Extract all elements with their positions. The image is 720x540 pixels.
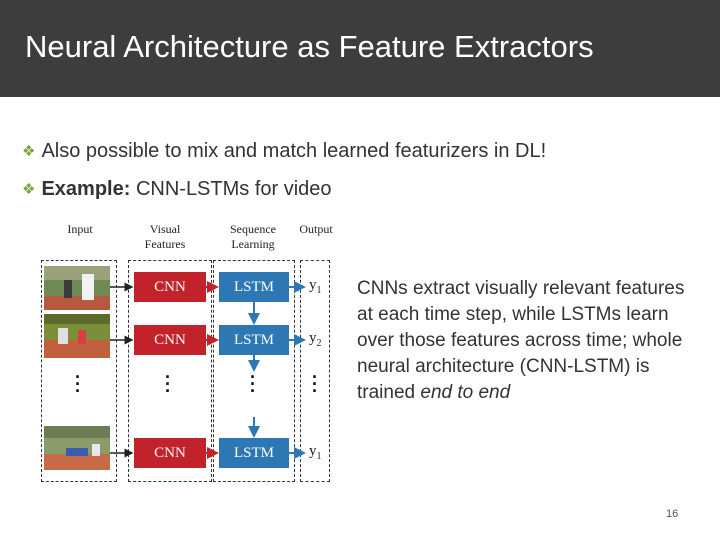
cnn-box-2: CNN: [134, 325, 206, 355]
side-description: CNNs extract visually relevant features …: [357, 278, 685, 403]
diagram-arrows: [110, 281, 306, 459]
bullet-2-text: CNN-LSTMs for video: [130, 178, 332, 200]
output-y1: y1: [309, 277, 322, 296]
bullet-diamond-icon: ❖: [22, 143, 36, 160]
output-y3: y1: [309, 443, 322, 462]
lstm-box-3: LSTM: [219, 438, 289, 468]
output-column: [300, 260, 330, 482]
title-bar: Neural Architecture as Feature Extractor…: [0, 0, 720, 97]
input-ellipsis: ···: [75, 367, 81, 401]
lstm-box-2: LSTM: [219, 325, 289, 355]
video-frame-1: [44, 266, 110, 310]
output-y2: y2: [309, 330, 322, 349]
bullet-2-bold: Example:: [41, 178, 131, 200]
cnn-lstm-diagram: Input Visual Features Sequence Learning …: [38, 222, 340, 484]
cnn-box-3: CNN: [134, 438, 206, 468]
lstm-ellipsis: ···: [250, 367, 256, 401]
input-column: [41, 260, 117, 482]
cnn-column: [128, 260, 212, 482]
output-ellipsis: ···: [312, 367, 318, 401]
video-frame-2: [44, 314, 110, 358]
header-output: Output: [299, 222, 333, 236]
page-number: 16: [666, 508, 679, 520]
slide-title: Neural Architecture as Feature Extractor…: [25, 29, 594, 64]
header-sequence-learning: Sequence Learning: [230, 222, 276, 251]
header-input: Input: [67, 222, 93, 236]
lstm-column: [213, 260, 295, 482]
bullet-1-text: Also possible to mix and match learned f…: [41, 140, 547, 162]
bullet-diamond-icon: ❖: [22, 181, 36, 198]
cnn-ellipsis: ···: [165, 367, 171, 401]
lstm-box-1: LSTM: [219, 272, 289, 302]
header-visual-features: Visual Features: [144, 222, 186, 251]
bullet-1: ❖ Also possible to mix and match learned …: [22, 140, 546, 163]
bullet-2: ❖ Example: CNN-LSTMs for video: [22, 178, 332, 201]
cnn-box-1: CNN: [134, 272, 206, 302]
video-frame-3: [44, 426, 110, 470]
